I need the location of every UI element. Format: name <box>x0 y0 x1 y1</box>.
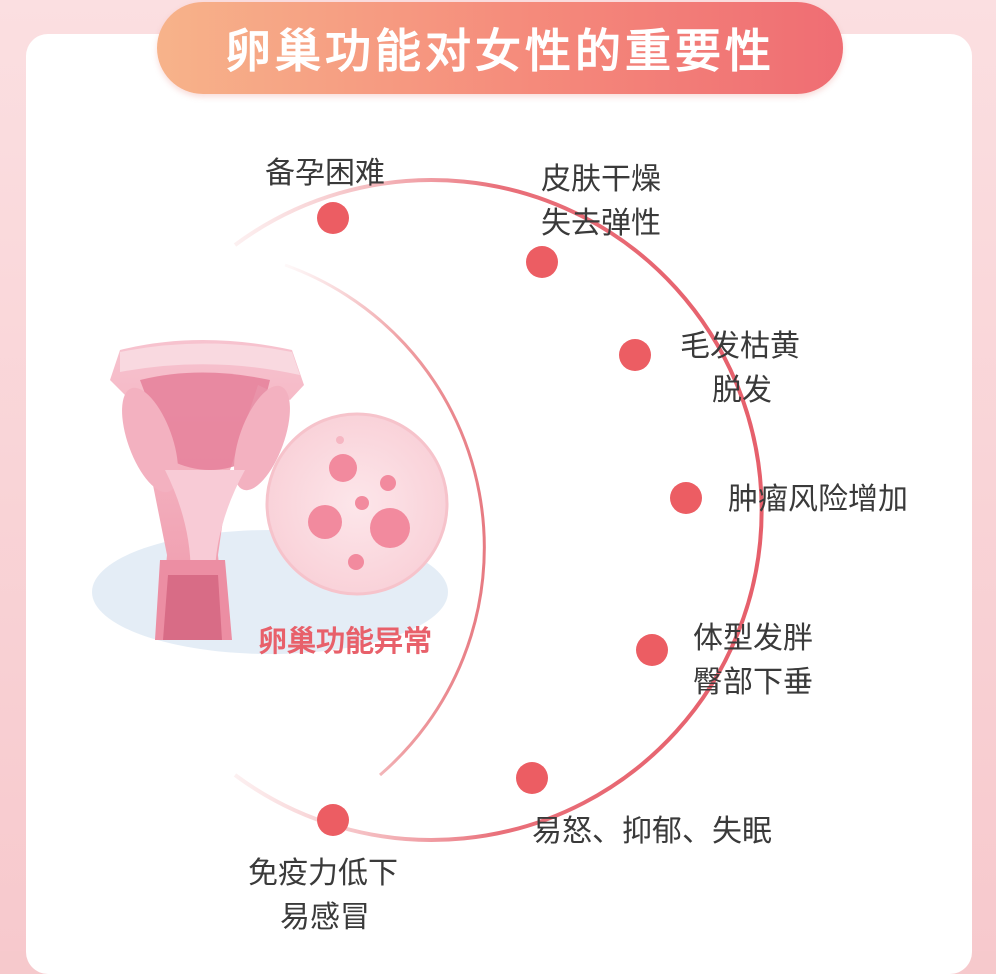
effect-dot-2 <box>526 246 558 278</box>
effect-label-3: 毛发枯黄 脱发 <box>680 329 800 408</box>
effect-dot-5 <box>636 634 668 666</box>
page-title: 卵巢功能对女性的重要性 <box>225 24 775 78</box>
effect-label-5: 体型发胖 臀部下垂 <box>693 621 813 700</box>
effect-label-6: 易怒、抑郁、失眠 <box>532 814 772 849</box>
ovary-dysfunction-label: 卵巢功能异常 <box>258 624 433 658</box>
effect-dot-4 <box>670 482 702 514</box>
title-banner: 卵巢功能对女性的重要性 <box>157 2 843 94</box>
uterus-illustration <box>110 340 304 640</box>
effect-dot-3 <box>619 339 651 371</box>
effect-dot-1 <box>317 202 349 234</box>
outer-arc <box>233 178 764 842</box>
effect-label-2: 皮肤干燥 失去弹性 <box>541 162 661 241</box>
ovary-effects-diagram <box>92 178 764 842</box>
ovary-cell-illustration <box>265 412 449 596</box>
effect-dot-7 <box>317 804 349 836</box>
effect-label-7: 免疫力低下 易感冒 <box>248 856 398 935</box>
effect-label-1: 备孕困难 <box>265 156 385 191</box>
effect-dot-6 <box>516 762 548 794</box>
inner-arc <box>284 263 486 777</box>
effect-dots <box>317 202 702 836</box>
effect-label-4: 肿瘤风险增加 <box>728 482 908 517</box>
